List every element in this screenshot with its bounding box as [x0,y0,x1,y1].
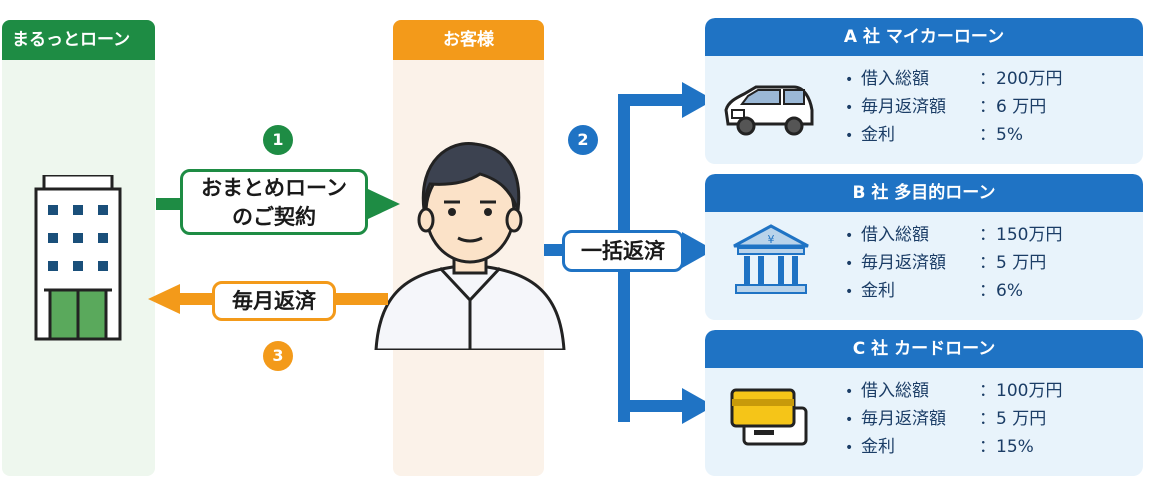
step3-badge: 3 [263,341,293,371]
customer-panel: お客様 [393,20,544,476]
loan-card-a-title: A 社 マイカーローン [705,18,1143,56]
step3-label: 毎月返済 [212,281,336,321]
customer-title: お客様 [393,20,544,60]
loan-card-b-title: B 社 多目的ローン [705,174,1143,212]
step2-label: 一括返済 [562,230,684,272]
list-item: •毎月返済額：5 万円 [845,253,1047,273]
list-item: •借入総額：150万円 [845,225,1063,245]
loan-card-c-title: C 社 カードローン [705,330,1143,368]
loan-card-b-details: •借入総額：150万円 •毎月返済額：5 万円 •金利：6% [845,222,1062,306]
building-icon [34,175,122,341]
car-icon [724,85,814,136]
step2-badge: 2 [568,125,598,155]
list-item: •金利：6% [845,281,1023,301]
list-item: •借入総額：200万円 [845,69,1063,89]
bank-icon: ¥ [733,224,809,294]
list-item: •毎月返済額：5 万円 [845,409,1047,429]
step1-label: おまとめローン のご契約 [180,169,368,235]
customer-person-icon [374,142,566,350]
loan-card-a-details: •借入総額：200万円 •毎月返済額：6 万円 •金利：5% [845,66,1062,150]
loan-card-a: A 社 マイカーローン •借入総額：200万円 •毎月返済額：6 万円 •金利：… [705,18,1143,164]
lender-title: まるっとローン [2,20,155,60]
step1-label-line2: のご契約 [232,205,316,229]
lender-panel: まるっとローン [2,20,155,476]
list-item: •毎月返済額：6 万円 [845,97,1047,117]
list-item: •金利：5% [845,125,1023,145]
step1-badge: 1 [263,125,293,155]
list-item: •借入総額：100万円 [845,381,1063,401]
list-item: •金利：15% [845,437,1034,457]
svg-text:¥: ¥ [768,233,775,246]
step1-label-line1: おまとめローン [201,176,347,200]
card-icon [730,388,808,446]
loan-card-c-details: •借入総額：100万円 •毎月返済額：5 万円 •金利：15% [845,378,1062,462]
